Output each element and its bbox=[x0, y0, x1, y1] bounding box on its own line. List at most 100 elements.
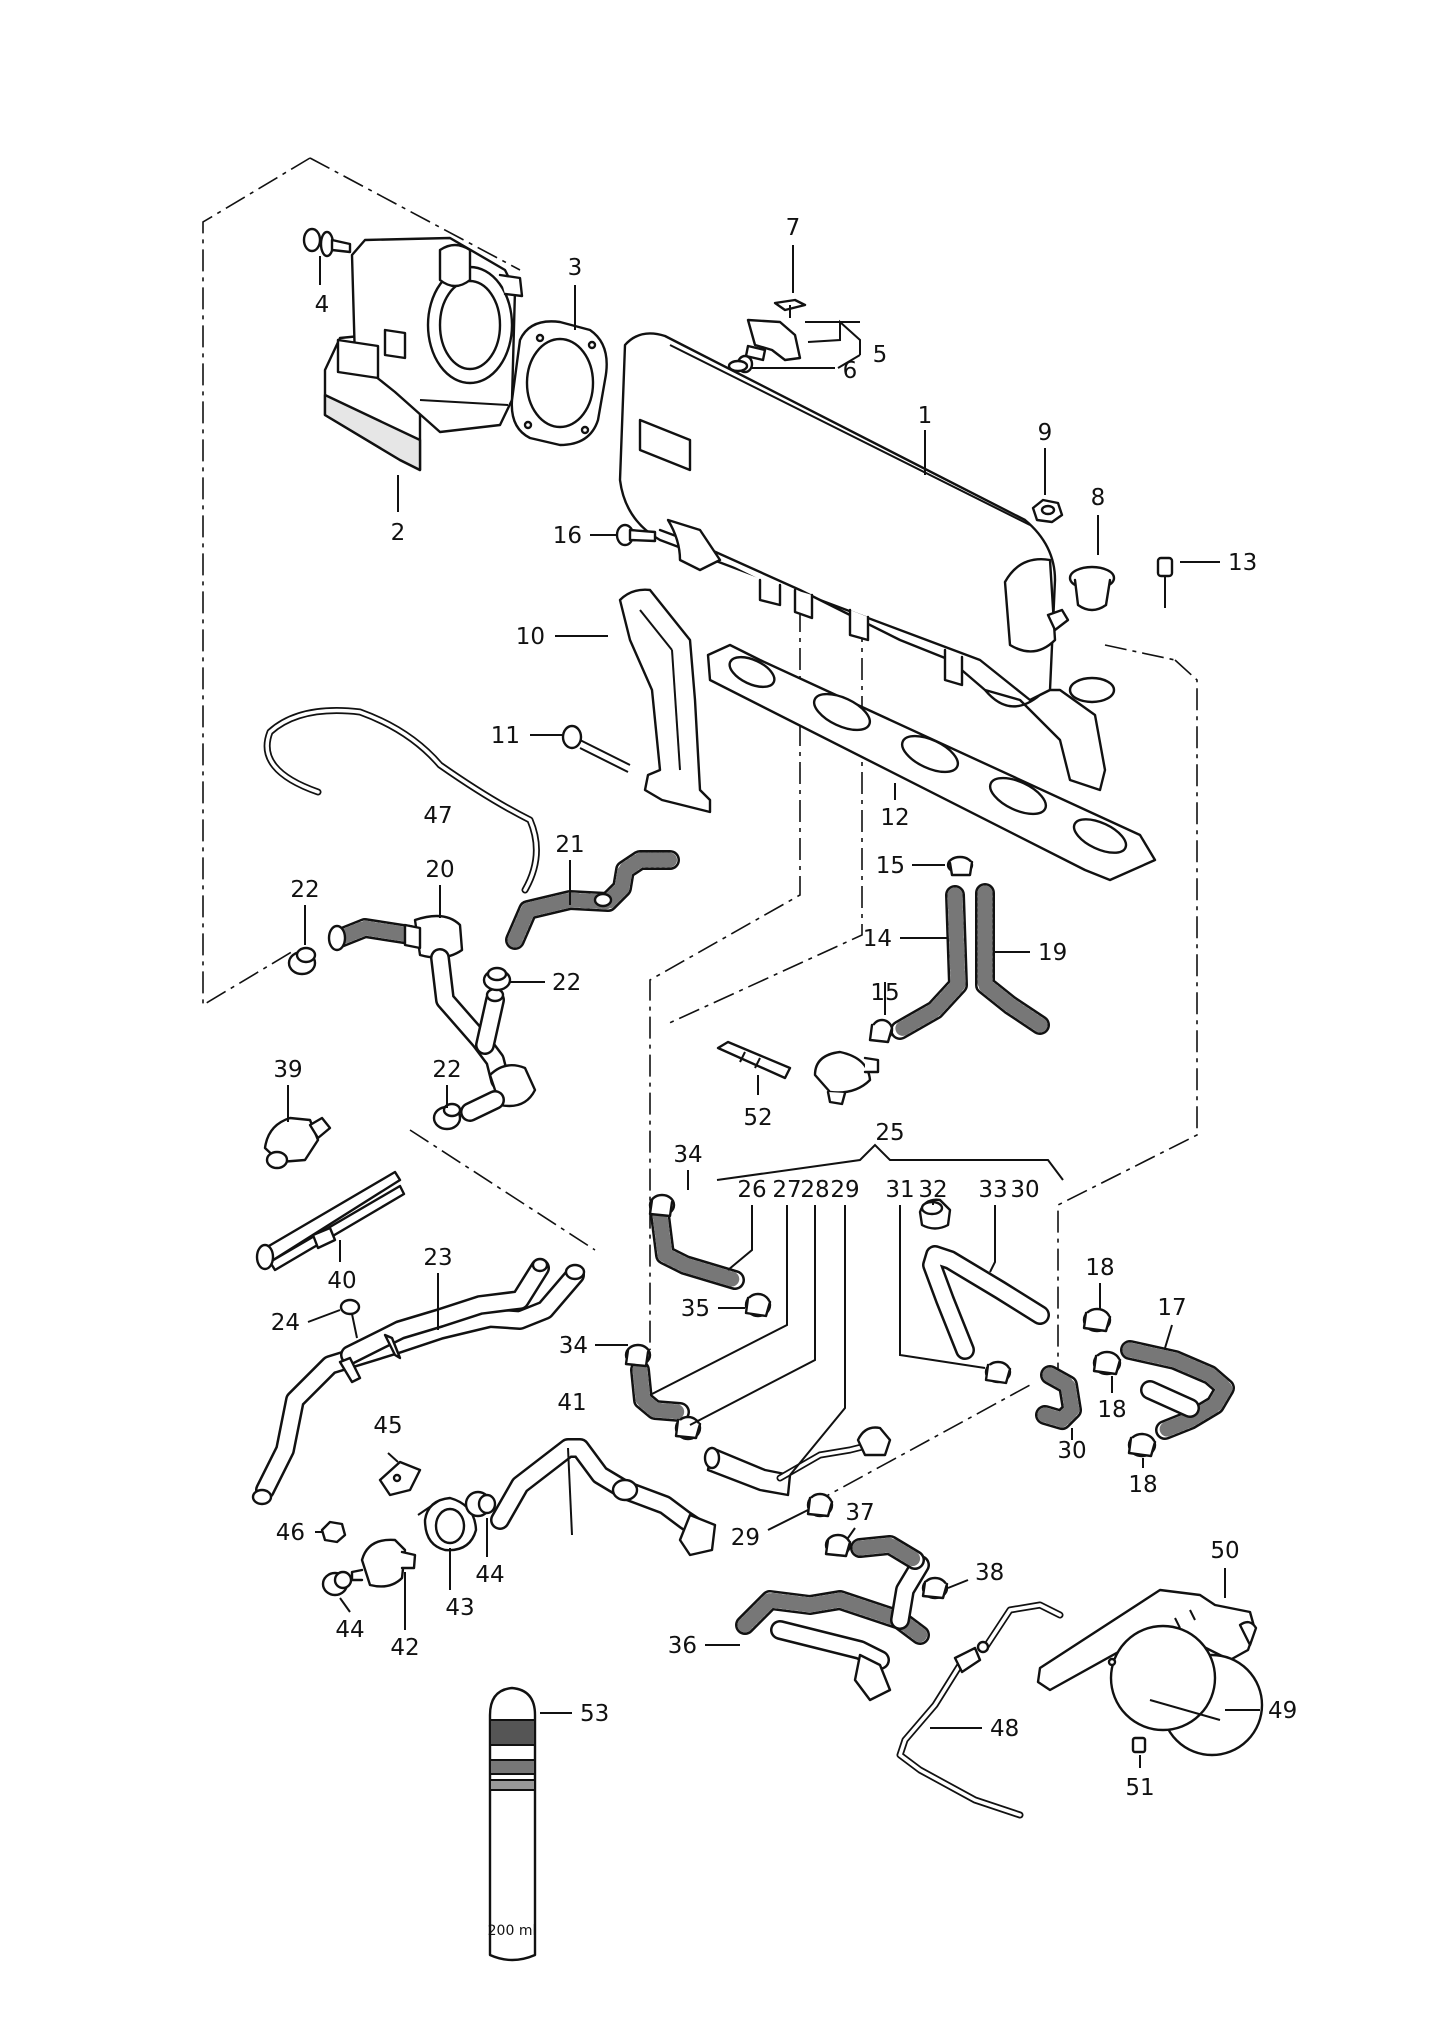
hose-21 bbox=[505, 850, 680, 950]
callout-3: 3 bbox=[568, 255, 583, 281]
callout-44a: 44 bbox=[475, 1562, 504, 1588]
harness-40 bbox=[255, 1170, 406, 1272]
fitting-51 bbox=[1131, 1736, 1147, 1754]
callout-32: 32 bbox=[918, 1177, 947, 1203]
callout-29b: 29 bbox=[731, 1525, 760, 1551]
leader-lines bbox=[287, 245, 1260, 1768]
cap-44-a bbox=[464, 1490, 497, 1518]
bracket-10 bbox=[618, 588, 712, 814]
line-48 bbox=[896, 1601, 1064, 1819]
callout-51: 51 bbox=[1125, 1775, 1154, 1801]
callout-49: 49 bbox=[1268, 1698, 1297, 1724]
callout-47: 47 bbox=[423, 803, 452, 829]
screw-24 bbox=[339, 1298, 361, 1339]
filter-42 bbox=[350, 1538, 417, 1588]
hose-33 bbox=[922, 1245, 1050, 1360]
clamp-18-c bbox=[1127, 1432, 1157, 1458]
manifold-gasket-12 bbox=[706, 643, 1157, 882]
check-valve bbox=[813, 1050, 880, 1106]
callout-46: 46 bbox=[276, 1520, 305, 1546]
callout-35: 35 bbox=[681, 1296, 710, 1322]
line-47 bbox=[263, 707, 540, 894]
clamp-34-a bbox=[648, 1193, 676, 1218]
sensor-5 bbox=[727, 298, 807, 374]
throttle-body bbox=[323, 236, 524, 472]
bracket-45 bbox=[378, 1460, 422, 1497]
callout-42: 42 bbox=[390, 1635, 419, 1661]
callout-41: 41 bbox=[557, 1390, 586, 1416]
reservoir-49 bbox=[1107, 1624, 1264, 1757]
callout-38: 38 bbox=[975, 1560, 1004, 1586]
callout-26: 26 bbox=[737, 1177, 766, 1203]
callout-4: 4 bbox=[315, 292, 330, 318]
callout-25: 25 bbox=[875, 1120, 904, 1146]
callout-labels: 1 2 3 4 5 6 7 8 9 10 11 12 13 14 15 15 1… bbox=[271, 215, 1298, 1801]
callout-22a: 22 bbox=[290, 877, 319, 903]
callout-9: 9 bbox=[1038, 420, 1053, 446]
callout-48: 48 bbox=[990, 1716, 1019, 1742]
clamp-29 bbox=[806, 1492, 834, 1518]
callout-13: 13 bbox=[1228, 550, 1257, 576]
can-label: 200 ml bbox=[488, 1923, 537, 1939]
vacuum-unit bbox=[703, 1426, 892, 1497]
hose-14 bbox=[890, 885, 968, 1040]
stud-52 bbox=[716, 1040, 792, 1080]
callout-18a: 18 bbox=[1085, 1255, 1114, 1281]
callout-1: 1 bbox=[918, 403, 933, 429]
nut-9 bbox=[1031, 498, 1064, 524]
bolt-16 bbox=[615, 523, 657, 547]
callout-15a: 15 bbox=[876, 853, 905, 879]
bolt-11 bbox=[561, 724, 631, 773]
callout-15b: 15 bbox=[870, 980, 899, 1006]
sensor-39 bbox=[263, 1116, 332, 1170]
clamp-34-b bbox=[624, 1343, 652, 1368]
callout-20: 20 bbox=[425, 857, 454, 883]
callout-24: 24 bbox=[271, 1310, 300, 1336]
callout-7: 7 bbox=[786, 215, 801, 241]
grommet-32 bbox=[918, 1198, 952, 1230]
cap-22-a bbox=[287, 946, 317, 976]
callout-14: 14 bbox=[863, 926, 892, 952]
callout-43: 43 bbox=[445, 1595, 474, 1621]
callout-17: 17 bbox=[1157, 1295, 1186, 1321]
callout-16: 16 bbox=[553, 523, 582, 549]
hose-30 bbox=[1035, 1365, 1082, 1430]
callout-34a: 34 bbox=[673, 1142, 702, 1168]
clamp-15-a bbox=[946, 855, 974, 877]
callout-30a: 30 bbox=[1010, 1177, 1039, 1203]
clamp-43 bbox=[417, 1496, 478, 1552]
callout-18b: 18 bbox=[1097, 1397, 1126, 1423]
callout-37: 37 bbox=[845, 1500, 874, 1526]
callout-44b: 44 bbox=[335, 1617, 364, 1643]
screw-4 bbox=[302, 227, 352, 258]
plug-8 bbox=[1068, 565, 1116, 612]
valve-20 bbox=[327, 914, 537, 1122]
callout-31: 31 bbox=[885, 1177, 914, 1203]
intake-manifold bbox=[618, 332, 1116, 792]
clamp-18-a bbox=[1082, 1307, 1112, 1333]
callout-52: 52 bbox=[743, 1105, 772, 1131]
hose-19 bbox=[975, 883, 1050, 1035]
gasket-3 bbox=[510, 320, 608, 447]
callout-8: 8 bbox=[1091, 485, 1106, 511]
hose-26 bbox=[650, 1205, 745, 1290]
callout-12: 12 bbox=[880, 805, 909, 831]
clamp-31 bbox=[984, 1360, 1012, 1385]
callout-23: 23 bbox=[423, 1245, 452, 1271]
callout-33: 33 bbox=[978, 1177, 1007, 1203]
clamp-15-b bbox=[868, 1018, 894, 1044]
clamp-28 bbox=[674, 1415, 702, 1441]
callout-50: 50 bbox=[1210, 1538, 1239, 1564]
spray-can-53: 200 ml bbox=[488, 1686, 537, 1962]
hose-36 bbox=[735, 1555, 930, 1702]
callout-30b: 30 bbox=[1057, 1438, 1086, 1464]
callout-2: 2 bbox=[391, 520, 406, 546]
hose-41 bbox=[490, 1438, 717, 1557]
bolt-13 bbox=[1156, 556, 1174, 608]
callout-28: 28 bbox=[800, 1177, 829, 1203]
callout-11: 11 bbox=[491, 723, 520, 749]
callout-29a: 29 bbox=[830, 1177, 859, 1203]
hose-37 bbox=[824, 1533, 925, 1570]
callout-53: 53 bbox=[580, 1701, 609, 1727]
